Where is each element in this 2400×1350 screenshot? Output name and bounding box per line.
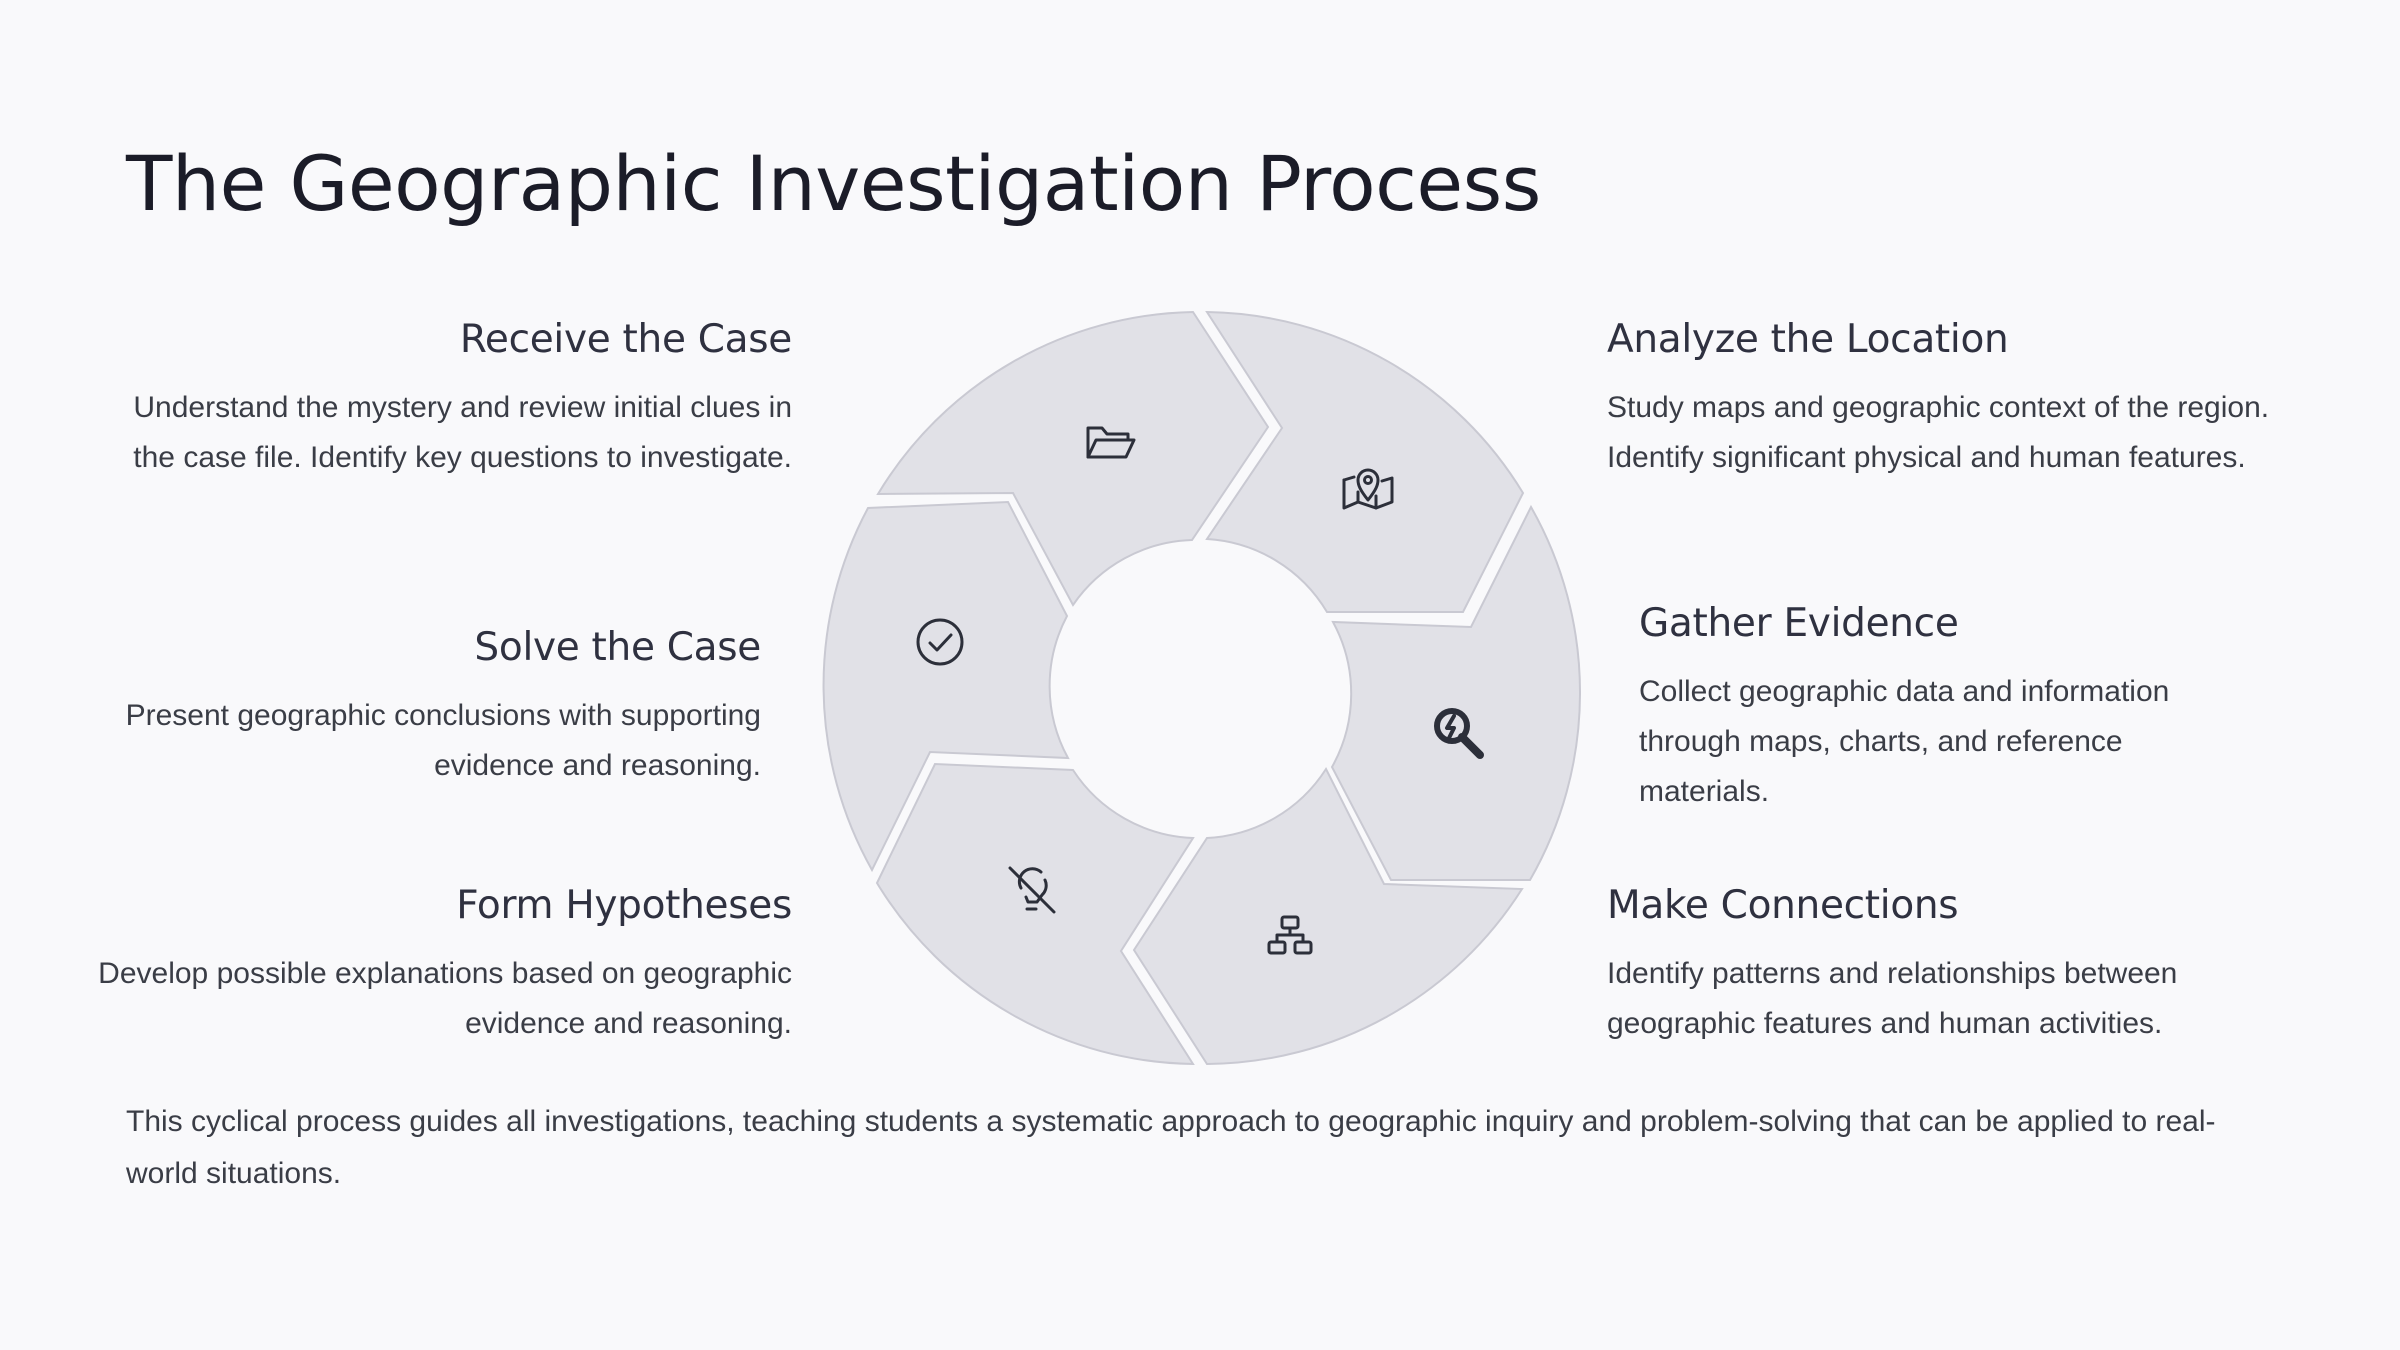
step-description: Collect geographic data and information …	[1639, 674, 2170, 808]
segment-receive	[876, 310, 1270, 607]
segment-connect	[1132, 766, 1524, 1066]
step-analyze: Analyze the Location Study maps and geog…	[1607, 317, 2307, 483]
step-description: Present geographic conclusions with supp…	[125, 698, 761, 782]
segment-hypo	[875, 762, 1195, 1066]
segment-analyze	[1205, 310, 1525, 613]
folder-open-icon	[1086, 426, 1136, 459]
step-description: Understand the mystery and review initia…	[133, 390, 792, 474]
step-description: Identify patterns and relationships betw…	[1607, 956, 2178, 1040]
step-title: Analyze the Location	[1607, 317, 2009, 362]
check-circle-icon	[916, 618, 964, 666]
step-hypotheses: Form Hypotheses Develop possible explana…	[92, 883, 792, 1049]
step-title: Gather Evidence	[1639, 601, 1959, 646]
step-title: Form Hypotheses	[456, 883, 792, 928]
step-title: Solve the Case	[474, 625, 761, 670]
step-description: Develop possible explanations based on g…	[98, 956, 792, 1040]
network-icon	[1267, 915, 1313, 955]
step-description: Study maps and geographic context of the…	[1607, 390, 2270, 474]
segment-gather	[1330, 504, 1581, 881]
step-solve: Solve the Case Present geographic conclu…	[61, 625, 762, 791]
step-title: Receive the Case	[459, 317, 792, 362]
map-pin-icon	[1342, 468, 1394, 510]
search-evidence-icon	[1434, 708, 1484, 759]
page-title: The Geographic Investigation Process	[126, 139, 1541, 228]
step-title: Make Connections	[1607, 883, 1959, 928]
step-gather: Gather Evidence Collect geographic data …	[1639, 601, 2259, 817]
step-receive: Receive the Case Understand the mystery …	[92, 317, 792, 483]
footer-text: This cyclical process guides all investi…	[126, 1105, 2216, 1190]
segment-solve	[822, 500, 1070, 873]
lightbulb-off-icon	[1008, 866, 1056, 914]
step-connect: Make Connections Identify patterns and r…	[1607, 883, 2307, 1049]
